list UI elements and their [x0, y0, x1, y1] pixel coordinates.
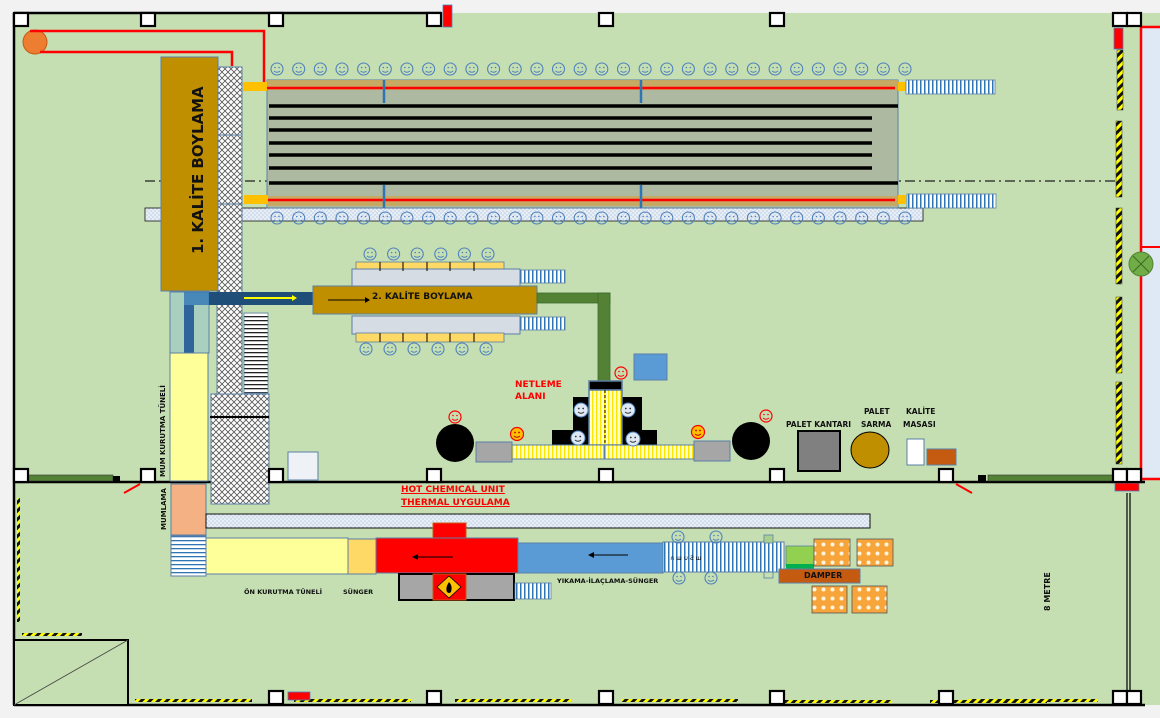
column-pillar	[139, 11, 157, 28]
kalite1-label: 1. KALİTE BOYLAMA	[189, 86, 207, 254]
storage-room	[13, 639, 129, 706]
palet-sarma-label-line2: SARMA	[861, 420, 892, 429]
sunger-label: SÜNGER	[343, 588, 374, 596]
column-pillar	[267, 689, 285, 706]
walkway-dotted	[144, 207, 924, 222]
pallet-wrapper	[850, 431, 890, 469]
hazard-strips-right	[1113, 27, 1140, 492]
svg-text:∩ ш ∪ Ƨ ш: ∩ ш ∪ Ƨ ш	[670, 555, 701, 562]
mumlama-unit	[170, 483, 207, 536]
column-pillar	[937, 467, 955, 484]
hot-chemical-label-line2: THERMAL UYGULAMA	[401, 498, 510, 508]
netleme-label-line1: NETLEME	[515, 380, 562, 390]
sorting-table-1	[243, 79, 997, 209]
hot-chemical-label-line1: HOT CHEMICAL UNIT	[401, 485, 505, 495]
sunger-unit	[347, 538, 377, 575]
damper-unit	[778, 568, 861, 584]
column-pillar	[425, 11, 443, 28]
column-pillar	[1125, 11, 1143, 28]
quality-desk-chair	[926, 448, 957, 466]
door-right	[955, 483, 973, 494]
metre-label: 8 METRE	[1043, 572, 1052, 611]
pallet-stacks	[811, 538, 894, 614]
blue-box	[633, 353, 668, 381]
column-pillar	[425, 689, 443, 706]
column-pillar	[1111, 689, 1129, 706]
small-cabinet	[287, 451, 319, 481]
palet-sarma-label-line1: PALET	[864, 407, 890, 416]
column-pillar	[768, 11, 786, 28]
column-pillar	[12, 467, 30, 484]
on-kurutma-tunnel	[205, 537, 349, 575]
transfer-unit	[169, 291, 314, 354]
on-kurutma-label: ÖN KURUTMA TÜNELİ	[244, 588, 323, 596]
column-pillar	[937, 689, 955, 706]
column-pillar	[139, 467, 157, 484]
damper-label: DAMPER	[804, 571, 843, 580]
building-columns	[12, 11, 1143, 706]
hot-chemical-unit	[375, 522, 519, 601]
column-pillar	[12, 11, 30, 28]
column-pillar	[597, 11, 615, 28]
column-pillar	[1125, 689, 1143, 706]
column-pillar	[768, 467, 786, 484]
yikama-label: YIKAMA-İLAÇLAMA-SÜNGER	[557, 577, 659, 585]
column-pillar	[425, 467, 443, 484]
sorting-table-2	[312, 261, 566, 343]
valve-icon	[1128, 251, 1154, 277]
hatched-conveyor-vertical	[210, 66, 270, 505]
column-pillar	[267, 11, 285, 28]
column-pillar	[1125, 467, 1143, 484]
kalite2-label: 2. KALİTE BOYLAMA	[372, 292, 473, 302]
lower-walkway	[205, 513, 871, 529]
column-pillar	[1111, 11, 1129, 28]
kalite1-machine	[160, 56, 219, 292]
palet-kantari-label: PALET KANTARI	[786, 420, 852, 429]
column-pillar	[597, 689, 615, 706]
hazard-strips-bottom	[17, 4, 1098, 703]
kalite-masasi-label-line1: KALİTE	[906, 407, 936, 416]
netleme-label-line2: ALANI	[515, 392, 546, 402]
column-pillar	[267, 467, 285, 484]
column-pillar	[768, 689, 786, 706]
door-left	[123, 483, 141, 494]
office-zone	[1141, 27, 1160, 479]
column-pillar	[597, 467, 615, 484]
sorting-lanes	[269, 104, 898, 185]
outer-walls	[12, 11, 1145, 707]
mum-kurutma-tunnel	[169, 352, 209, 482]
column-pillar	[1111, 467, 1129, 484]
quality-desk	[906, 438, 925, 466]
kalite-masasi-label-line2: MASASI	[903, 420, 936, 429]
tank-icon	[22, 29, 48, 55]
mum-kurutma-label: MUM KURUTMA TÜNELİ	[159, 385, 167, 477]
pallet-scale	[797, 430, 841, 472]
washer-unit: ∩ ш ∪ Ƨ ш	[517, 534, 815, 579]
mumlama-label: MUMLAMA	[160, 488, 168, 530]
